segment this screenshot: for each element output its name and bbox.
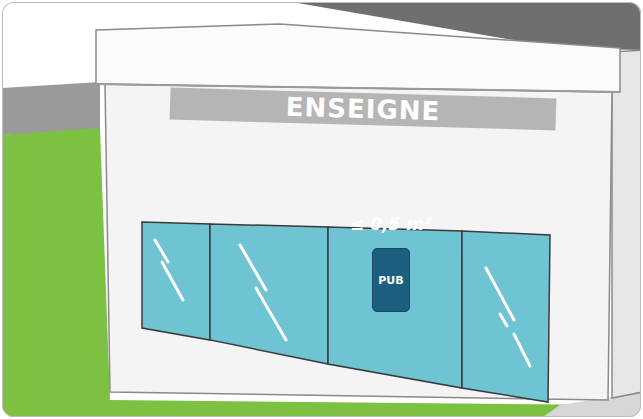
node-text: ENSEIGNE bbox=[285, 92, 440, 126]
side-wall bbox=[612, 50, 641, 398]
glass-panel bbox=[142, 222, 210, 340]
glass-panel bbox=[328, 227, 462, 388]
dimension-label: ≤ 0,5 m² bbox=[350, 214, 431, 234]
roof-cap bbox=[96, 24, 620, 92]
wall bbox=[2, 82, 100, 135]
node-text: PUB bbox=[378, 274, 403, 287]
glass-reflection bbox=[155, 240, 530, 366]
glass-panel bbox=[462, 231, 550, 402]
glass-panel bbox=[210, 224, 328, 364]
advert-panel: PUB bbox=[372, 248, 410, 312]
